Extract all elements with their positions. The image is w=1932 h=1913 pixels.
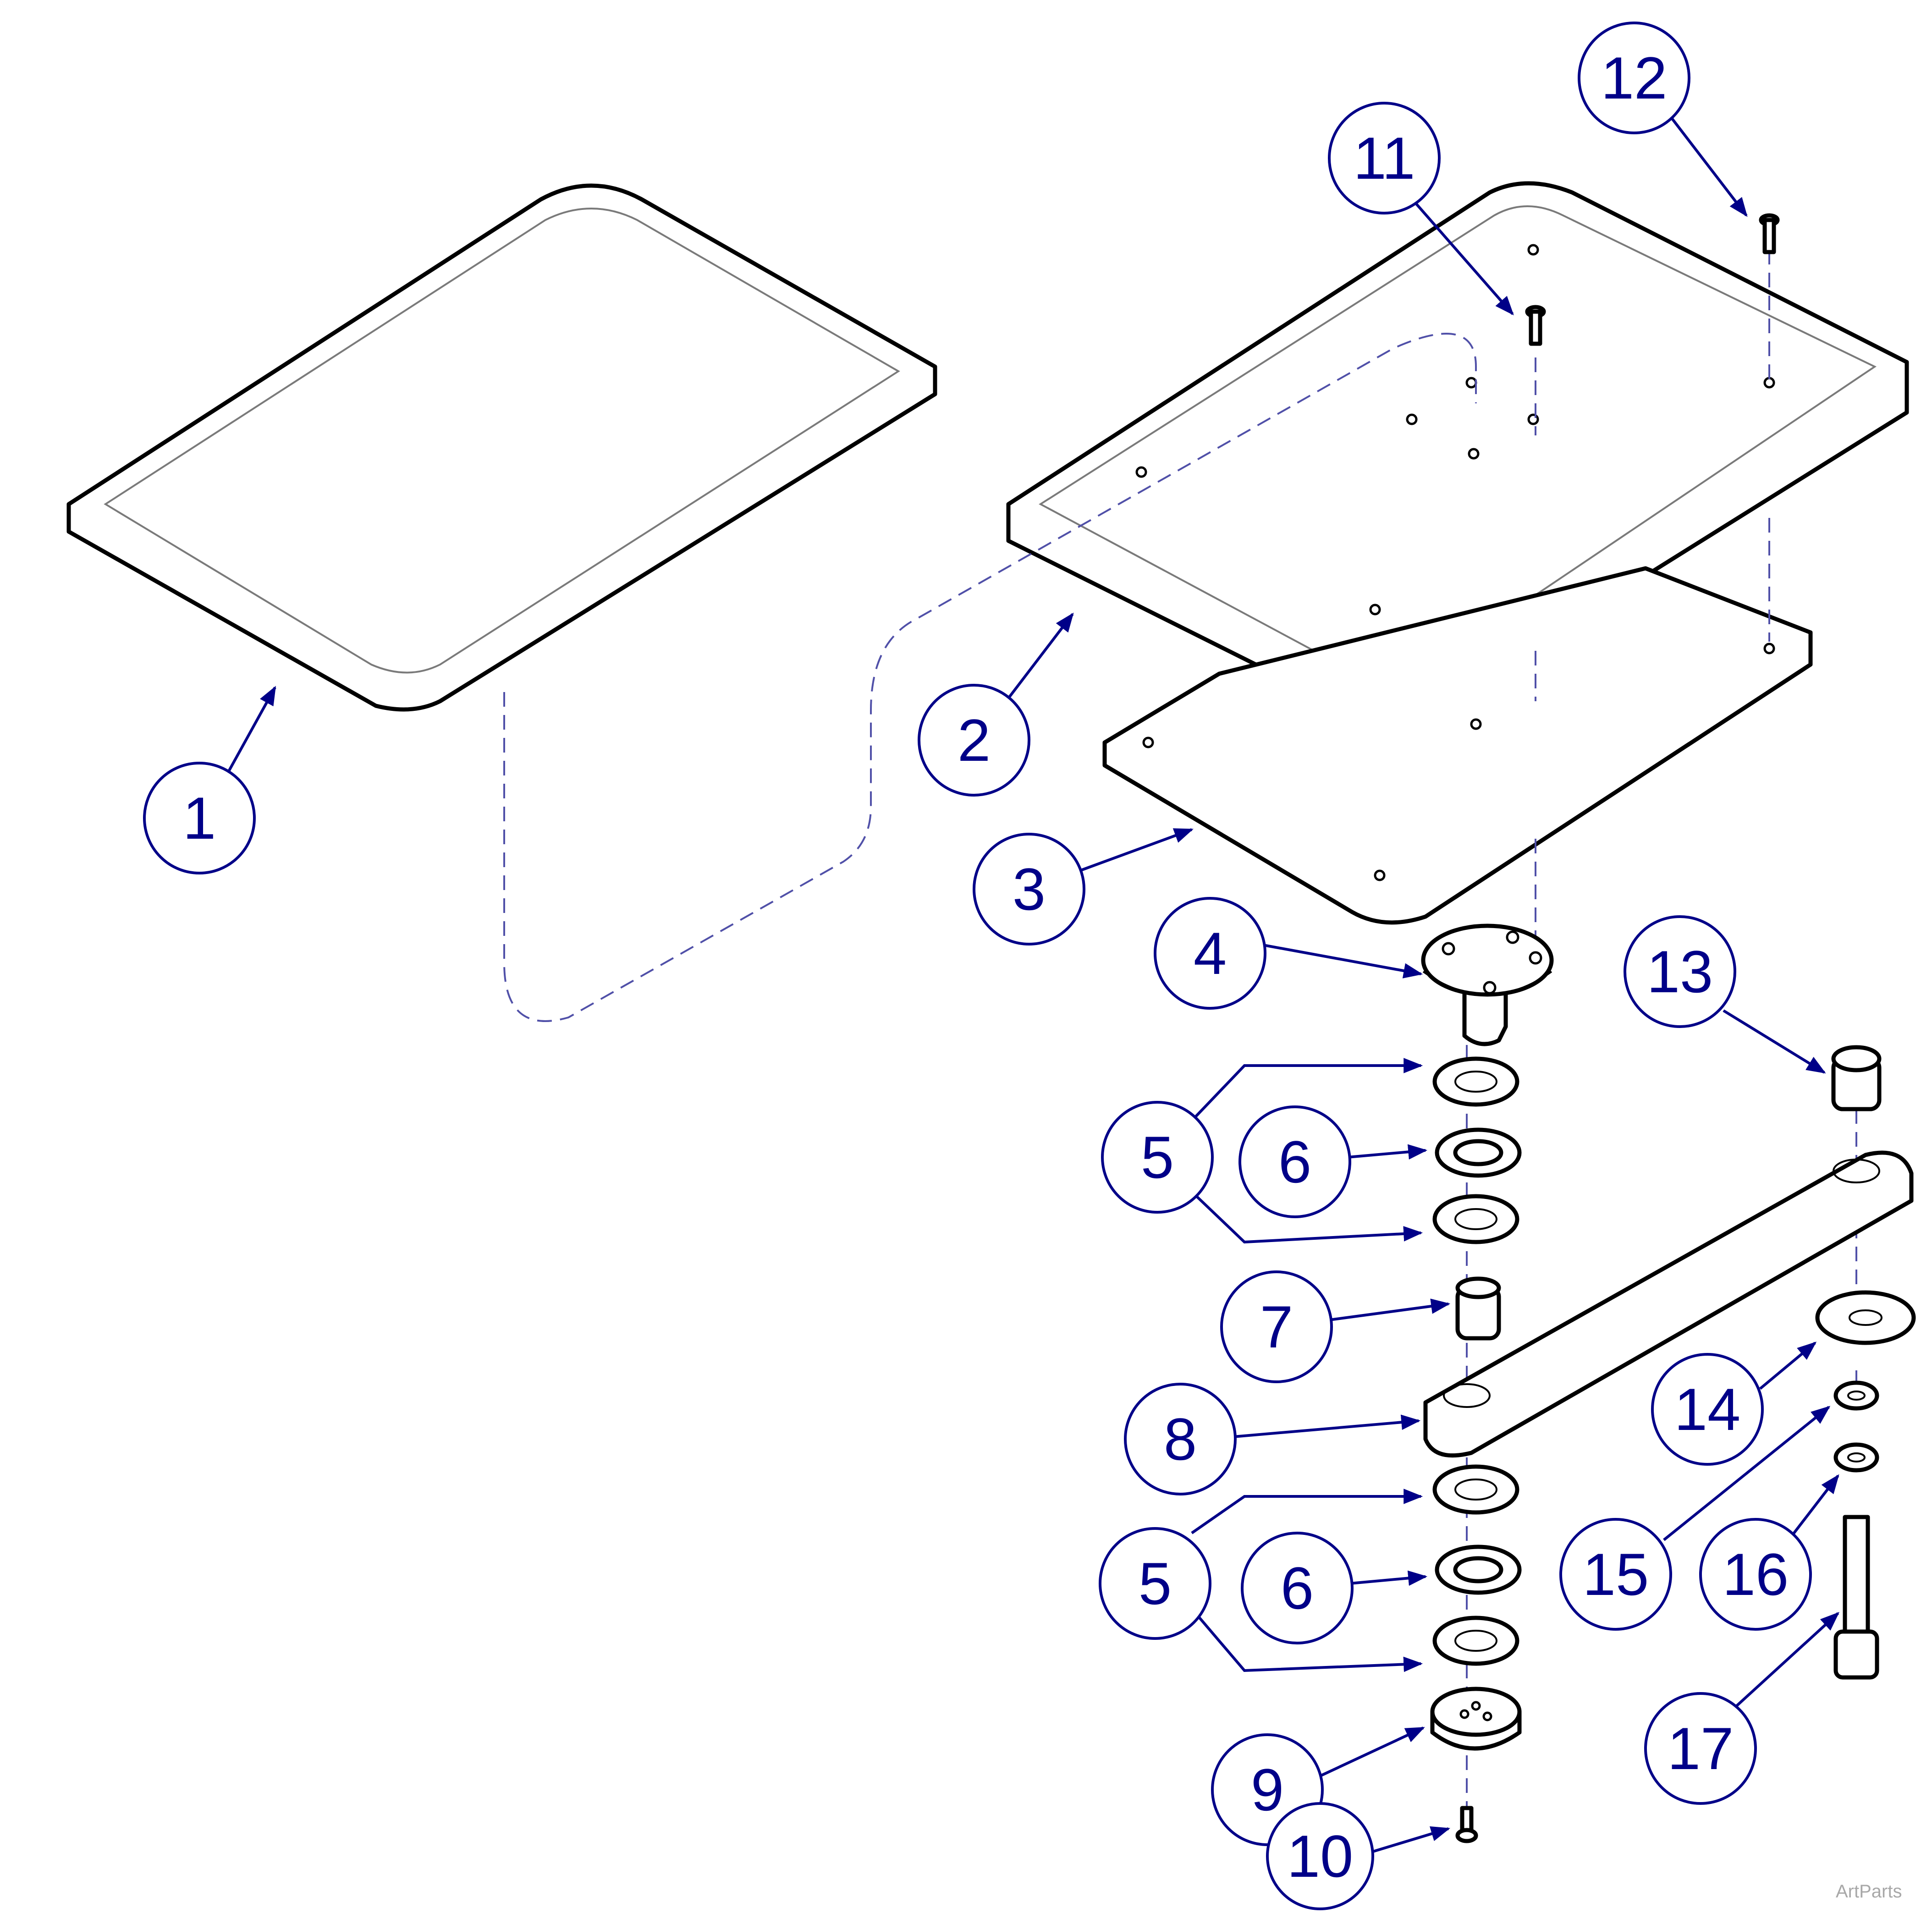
callout-14: 14 bbox=[1651, 1353, 1764, 1466]
callout-10-label: 10 bbox=[1287, 1823, 1354, 1890]
part-5-washer-lower-b bbox=[1432, 1616, 1519, 1666]
part-6-thrust-bearing-lower bbox=[1435, 1545, 1522, 1595]
callout-7: 7 bbox=[1220, 1270, 1333, 1383]
callout-13-label: 13 bbox=[1647, 938, 1713, 1005]
callout-15-label: 15 bbox=[1583, 1541, 1649, 1608]
part-15-washer bbox=[1833, 1380, 1879, 1411]
callout-6-lower: 6 bbox=[1241, 1532, 1354, 1644]
part-17-bolt bbox=[1833, 1515, 1879, 1680]
callout-11-label: 11 bbox=[1354, 125, 1415, 192]
callout-5-upper-label: 5 bbox=[1141, 1124, 1174, 1191]
callout-4: 4 bbox=[1154, 897, 1266, 1010]
callout-8: 8 bbox=[1124, 1383, 1237, 1495]
callout-12-label: 12 bbox=[1601, 44, 1668, 111]
callout-1: 1 bbox=[143, 762, 256, 874]
callout-3-label: 3 bbox=[1013, 856, 1046, 923]
part-6-thrust-bearing-upper bbox=[1435, 1127, 1522, 1178]
part-3-mounting-plate bbox=[1102, 566, 1813, 925]
callout-5-lower-label: 5 bbox=[1139, 1550, 1172, 1617]
part-13-spacer bbox=[1831, 1045, 1882, 1111]
part-4-hub bbox=[1421, 924, 1554, 1046]
callout-1-label: 1 bbox=[183, 785, 216, 852]
callout-16: 16 bbox=[1699, 1518, 1812, 1631]
callout-9-label: 9 bbox=[1251, 1756, 1284, 1823]
callout-3: 3 bbox=[973, 833, 1085, 946]
callout-4-label: 4 bbox=[1194, 920, 1227, 987]
callout-17: 17 bbox=[1644, 1692, 1757, 1805]
callout-6-upper-label: 6 bbox=[1278, 1128, 1311, 1195]
callout-5-lower: 5 bbox=[1099, 1527, 1211, 1640]
callout-6-lower-label: 6 bbox=[1281, 1555, 1314, 1622]
callout-leaders bbox=[226, 116, 1840, 1853]
callout-11: 11 bbox=[1328, 102, 1441, 214]
callout-8-label: 8 bbox=[1164, 1406, 1197, 1473]
callout-17-label: 17 bbox=[1668, 1715, 1734, 1782]
callout-15: 15 bbox=[1559, 1518, 1672, 1631]
callout-2: 2 bbox=[918, 684, 1030, 797]
callout-16-label: 16 bbox=[1723, 1541, 1789, 1608]
callout-12: 12 bbox=[1578, 22, 1690, 134]
part-14-washer bbox=[1815, 1290, 1916, 1345]
part-5-washer-lower-a bbox=[1432, 1464, 1519, 1515]
part-9-retainer bbox=[1430, 1687, 1522, 1751]
callout-7-label: 7 bbox=[1260, 1293, 1293, 1360]
part-10-screw bbox=[1455, 1806, 1478, 1843]
part-11-screw bbox=[1525, 305, 1546, 346]
artparts-credit: ArtParts bbox=[1836, 1881, 1902, 1902]
callout-2-label: 2 bbox=[958, 707, 991, 774]
callout-6-upper: 6 bbox=[1238, 1105, 1351, 1218]
part-5-washer-upper-a bbox=[1432, 1056, 1519, 1107]
part-1-tray-pad bbox=[66, 183, 937, 712]
callout-14-label: 14 bbox=[1674, 1376, 1741, 1443]
part-16-lock-washer bbox=[1833, 1442, 1879, 1473]
part-8-arm bbox=[1423, 1150, 1914, 1458]
callout-10: 10 bbox=[1266, 1802, 1374, 1910]
part-7-spacer bbox=[1455, 1276, 1501, 1341]
callout-5-upper: 5 bbox=[1101, 1101, 1214, 1214]
part-12-screw bbox=[1759, 213, 1780, 254]
part-5-washer-upper-b bbox=[1432, 1194, 1519, 1244]
callout-13: 13 bbox=[1624, 915, 1736, 1028]
